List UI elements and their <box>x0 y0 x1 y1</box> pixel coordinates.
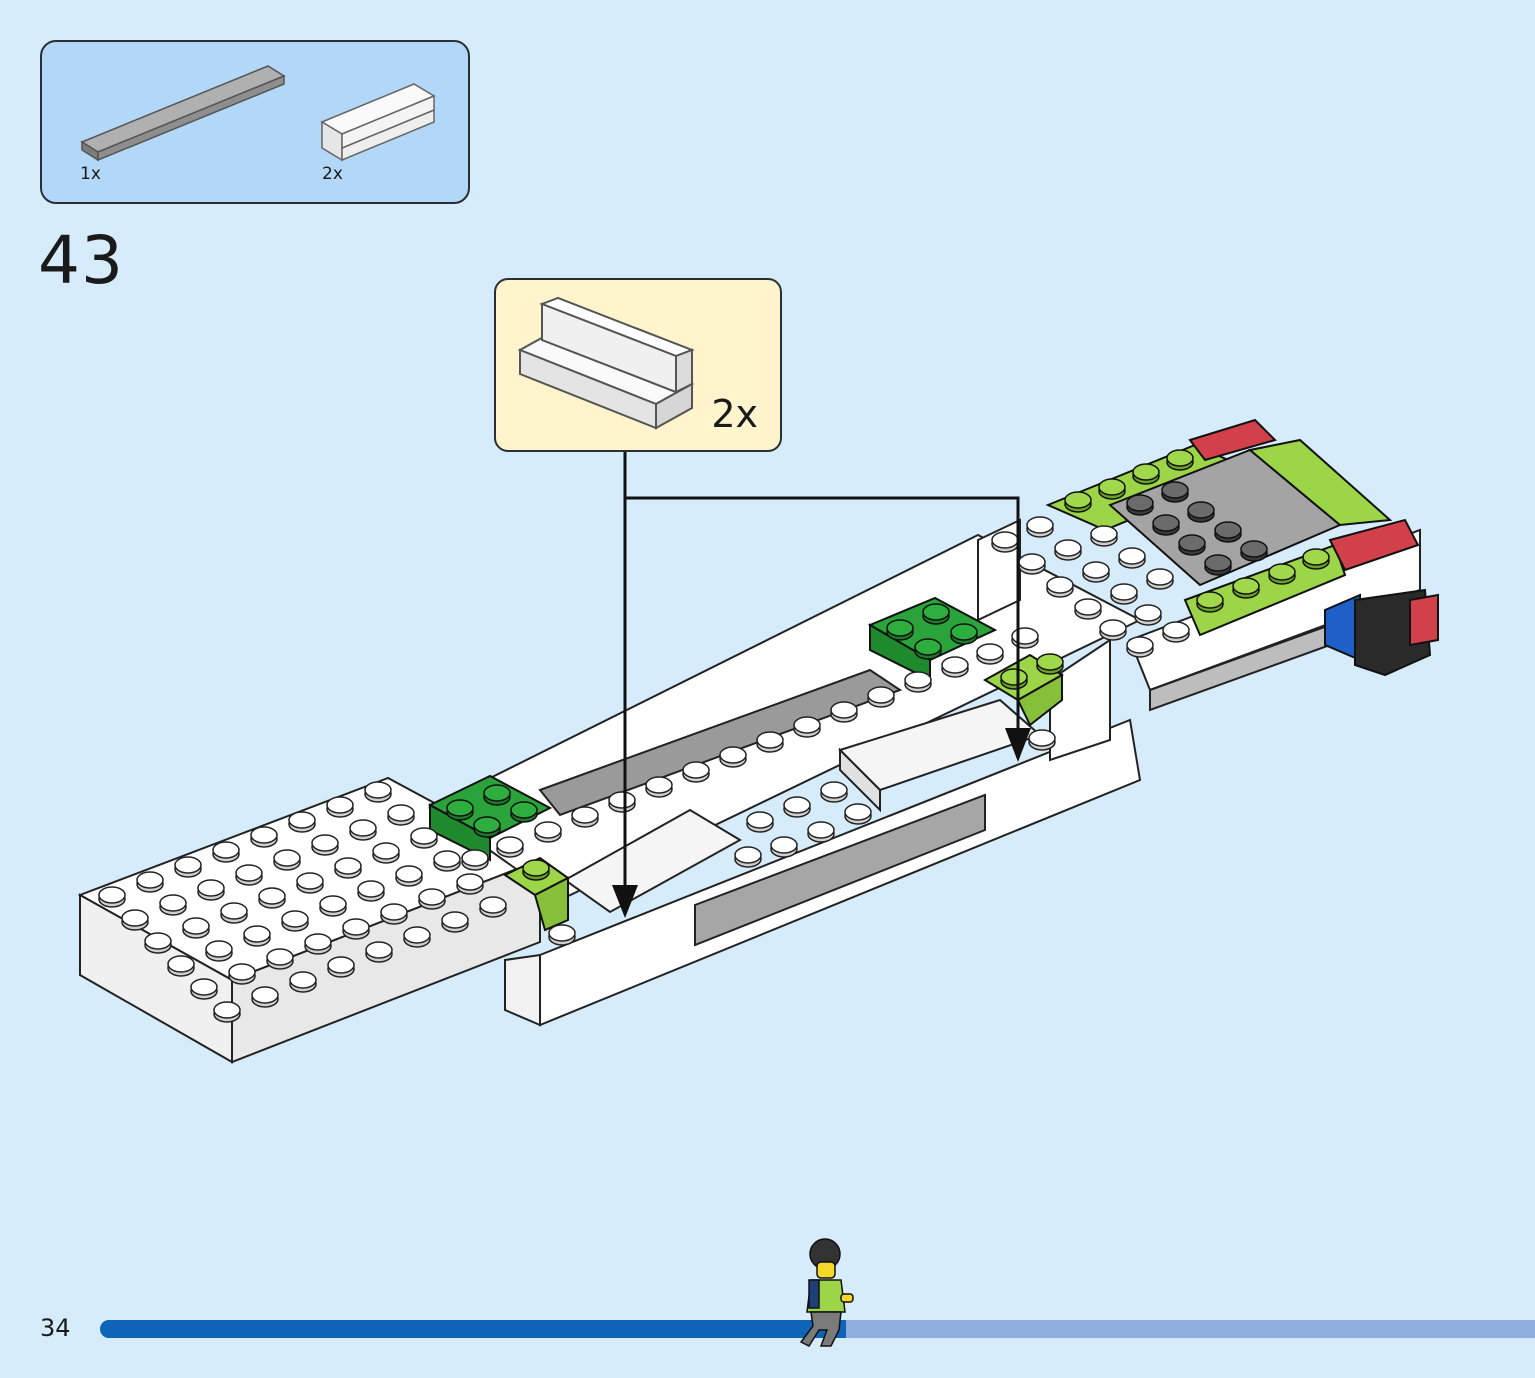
white-bracket-icon <box>320 83 436 162</box>
callout-quantity: 2x <box>711 392 758 436</box>
parts-list-box: 1x 2x <box>40 40 470 204</box>
minifigure-icon <box>799 1238 854 1347</box>
placement-arrows <box>612 452 1031 918</box>
white-bracket-icon <box>517 296 695 430</box>
progress-fill <box>100 1320 847 1338</box>
parts-illustration <box>80 65 436 162</box>
arrow-head-left <box>612 885 638 918</box>
dark-green-brick-front <box>427 774 553 862</box>
new-parts-callout: 2x <box>494 278 782 452</box>
arrow-head-right <box>1005 728 1031 762</box>
part-count-grey-tile: 1x <box>80 164 101 184</box>
grey-tile-icon <box>80 65 286 162</box>
page-number: 34 <box>40 1314 71 1342</box>
part-count-white-bracket: 2x <box>322 164 343 184</box>
step-number: 43 <box>38 222 124 299</box>
center-tiles <box>563 698 1042 914</box>
